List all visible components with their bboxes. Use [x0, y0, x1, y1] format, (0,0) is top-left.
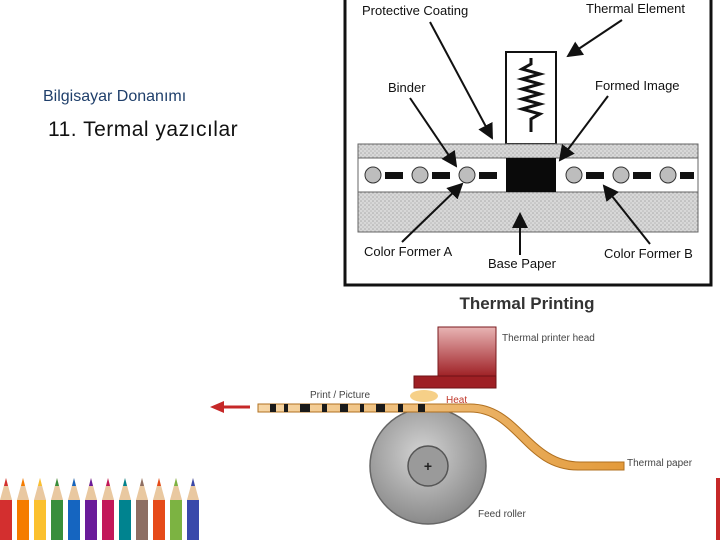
- label-color-former-b: Color Former B: [604, 246, 693, 261]
- protective-coating-layer: [357, 143, 699, 159]
- arrow-thermal-element: [566, 19, 623, 58]
- decorative-pencils: [0, 478, 199, 540]
- thermal-printer-head: [437, 326, 497, 378]
- label-print-picture: Print / Picture: [310, 390, 370, 401]
- base-paper-layer: [357, 191, 699, 233]
- label-color-former-a: Color Former A: [364, 244, 452, 259]
- label-printer-head: Thermal printer head: [502, 333, 595, 344]
- formed-image: [506, 158, 556, 192]
- slide-title: 11. Termal yazıcılar: [48, 118, 239, 141]
- pencil-icon: [153, 478, 165, 540]
- color-formers-right: [565, 166, 694, 184]
- arrow-color-former-a: [401, 182, 464, 243]
- pencil-icon: [34, 478, 46, 540]
- right-edge-accent: [716, 478, 720, 540]
- color-formers-left: [364, 166, 497, 184]
- pencil-icon: [102, 478, 114, 540]
- pencil-icon: [0, 478, 12, 540]
- pencil-icon: [68, 478, 80, 540]
- roller-axis-icon: +: [424, 458, 432, 474]
- output-arrow-icon: [210, 401, 224, 413]
- label-binder: Binder: [388, 80, 426, 95]
- pencil-icon: [17, 478, 29, 540]
- printer-head-base: [413, 375, 497, 389]
- caption-thermal-printing: Thermal Printing: [459, 294, 594, 313]
- thermal-paper: [257, 403, 625, 471]
- pencil-icon: [187, 478, 199, 540]
- pencil-icon: [136, 478, 148, 540]
- arrow-binder: [409, 97, 458, 168]
- heating-coil-icon: [516, 58, 546, 132]
- pencil-icon: [51, 478, 63, 540]
- pencil-icon: [85, 478, 97, 540]
- label-heat: Heat: [446, 395, 467, 406]
- slide-subtitle: Bilgisayar Donanımı: [43, 88, 187, 105]
- pencil-icon: [119, 478, 131, 540]
- arrow-protective-coating: [429, 21, 493, 140]
- label-feed-roller: Feed roller: [478, 509, 526, 520]
- label-formed-image: Formed Image: [595, 78, 680, 93]
- label-thermal-paper: Thermal paper: [627, 458, 693, 469]
- pencil-icon: [170, 478, 182, 540]
- roller-hub: [407, 445, 449, 487]
- arrow-color-former-b: [602, 184, 651, 245]
- printed-marks: [270, 404, 425, 412]
- heat-glow: [410, 390, 438, 402]
- label-protective-coating: Protective Coating: [362, 3, 468, 18]
- label-thermal-element: Thermal Element: [586, 1, 685, 16]
- arrow-formed-image: [558, 95, 609, 162]
- label-base-paper: Base Paper: [488, 256, 557, 271]
